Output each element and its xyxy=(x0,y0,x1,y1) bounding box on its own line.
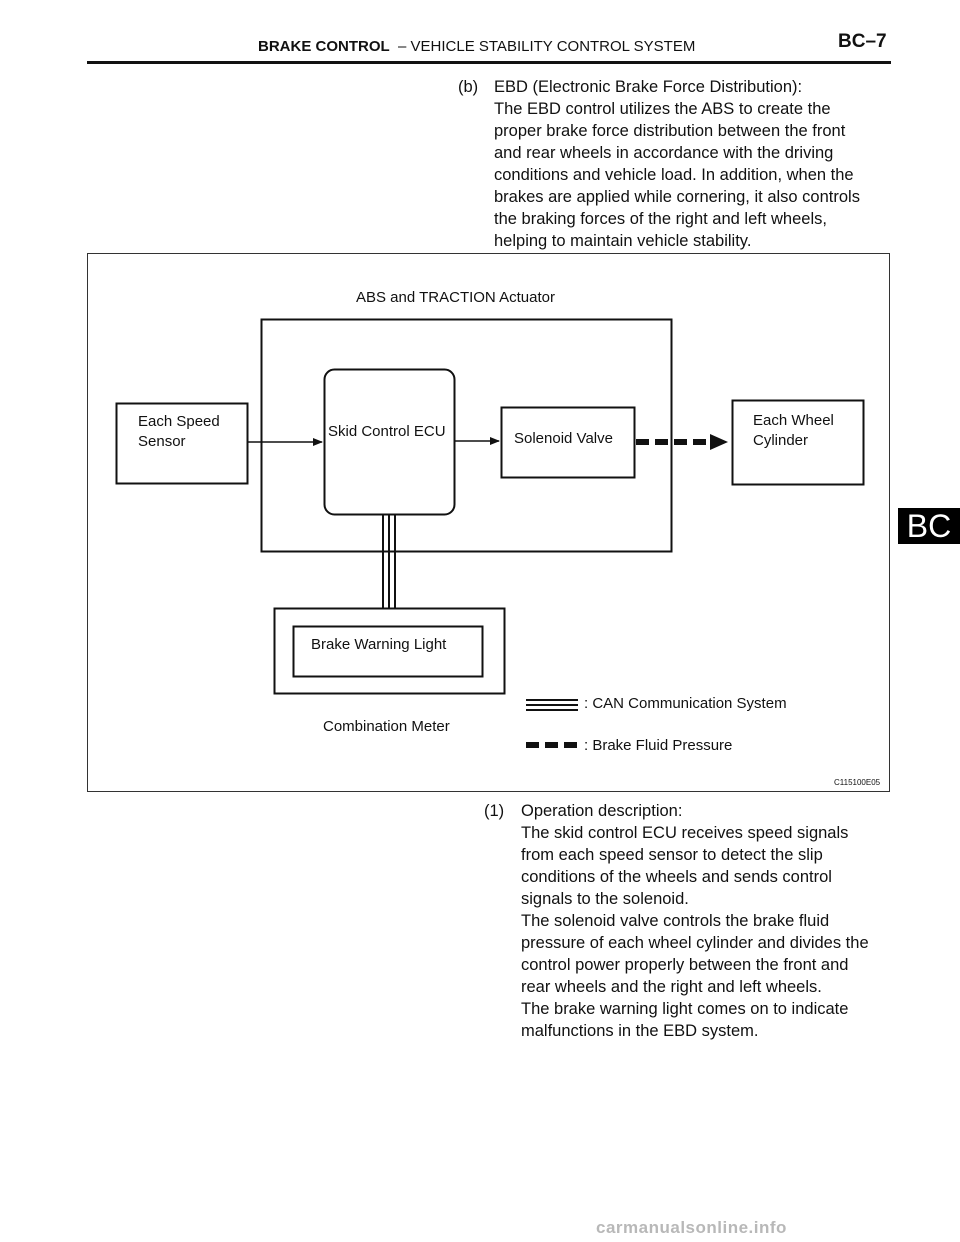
paragraph-b-line: conditions and vehicle load. In addition… xyxy=(494,166,854,184)
paragraph-1-label: (1) xyxy=(484,802,505,820)
legend-fluid-label: : Brake Fluid Pressure xyxy=(584,737,733,754)
actuator-title: ABS and TRACTION Actuator xyxy=(356,289,555,306)
warning-light-box xyxy=(292,625,484,678)
speed-sensor-box xyxy=(115,402,249,485)
paragraph-b-line: EBD (Electronic Brake Force Distribution… xyxy=(494,78,803,96)
solenoid-valve-box xyxy=(500,406,636,479)
paragraph-b-line: brakes are applied while cornering, it a… xyxy=(494,188,860,206)
paragraph-b-line: The EBD control utilizes the ABS to crea… xyxy=(494,100,831,118)
ecu-label: Skid Control ECU xyxy=(328,423,446,440)
warning-light-label: Brake Warning Light xyxy=(311,636,447,653)
speed-sensor-label-line: Each Speed xyxy=(138,413,220,430)
section-title: BRAKE CONTROL – VEHICLE STABILITY CONTRO… xyxy=(258,38,695,55)
solenoid-valve-label: Solenoid Valve xyxy=(514,430,613,447)
ebd-diagram-drawing xyxy=(115,318,865,748)
paragraph-1-line: The skid control ECU receives speed sign… xyxy=(521,824,849,842)
paragraph-1: (1) Operation description: The skid cont… xyxy=(484,800,894,1050)
paragraph-1-line: rear wheels and the right and left wheel… xyxy=(521,978,822,996)
watermark: carmanualsonline.info xyxy=(596,1218,787,1237)
paragraph-b-text: EBD (Electronic Brake Force Distribution… xyxy=(494,76,860,252)
speed-sensor-label-line: Sensor xyxy=(138,433,186,450)
paragraph-b-line: and rear wheels in accordance with the d… xyxy=(494,144,834,162)
figure-id: C115100E05 xyxy=(834,778,881,787)
combination-meter-box xyxy=(273,607,506,695)
paragraph-b: (b) EBD (Electronic Brake Force Distribu… xyxy=(458,76,888,256)
wheel-cylinder-label-line: Each Wheel xyxy=(753,412,834,429)
brake-fluid-pressure-arrowhead xyxy=(710,434,728,450)
speed-sensor-label: Each Speed Sensor xyxy=(138,412,220,452)
legend-can-symbol xyxy=(526,699,578,711)
paragraph-b-label: (b) xyxy=(458,78,479,96)
combination-meter-label: Combination Meter xyxy=(323,718,450,735)
paragraph-1-line: The solenoid valve controls the brake fl… xyxy=(521,912,830,930)
paragraph-b-line: proper brake force distribution between … xyxy=(494,122,846,140)
ebd-diagram: ABS and TRACTION Actuator Each Speed Sen… xyxy=(87,253,890,792)
can-communication-line xyxy=(382,515,396,608)
wheel-cylinder-box xyxy=(731,399,865,486)
page-number: BC–7 xyxy=(838,31,887,52)
paragraph-1-line: signals to the solenoid. xyxy=(521,890,689,908)
paragraph-1-line: The brake warning light comes on to indi… xyxy=(521,1000,849,1018)
paragraph-1-line: Operation description: xyxy=(521,802,683,820)
paragraph-b-line: helping to maintain vehicle stability. xyxy=(494,232,752,250)
section-title-bold: BRAKE CONTROL xyxy=(258,38,390,55)
wheel-cylinder-label-line: Cylinder xyxy=(753,432,809,449)
wheel-cylinder-label: Each Wheel Cylinder xyxy=(753,411,834,451)
page-header: BRAKE CONTROL – VEHICLE STABILITY CONTRO… xyxy=(0,0,960,66)
legend-can-label: : CAN Communication System xyxy=(584,695,787,712)
paragraph-1-line: pressure of each wheel cylinder and divi… xyxy=(521,934,869,952)
paragraph-1-line: from each speed sensor to detect the sli… xyxy=(521,846,823,864)
header-rule xyxy=(87,61,891,64)
actuator-box xyxy=(260,318,673,553)
paragraph-1-text: Operation description: The skid control … xyxy=(521,800,869,1042)
paragraph-b-line: the braking forces of the right and left… xyxy=(494,210,827,228)
section-tab: BC xyxy=(898,508,960,544)
paragraph-1-line: conditions of the wheels and sends contr… xyxy=(521,868,832,886)
paragraph-1-line: control power properly between the front… xyxy=(521,956,849,974)
paragraph-1-line: malfunctions in the EBD system. xyxy=(521,1022,759,1040)
section-title-rest: – VEHICLE STABILITY CONTROL SYSTEM xyxy=(398,38,696,55)
ecu-box xyxy=(323,368,456,516)
